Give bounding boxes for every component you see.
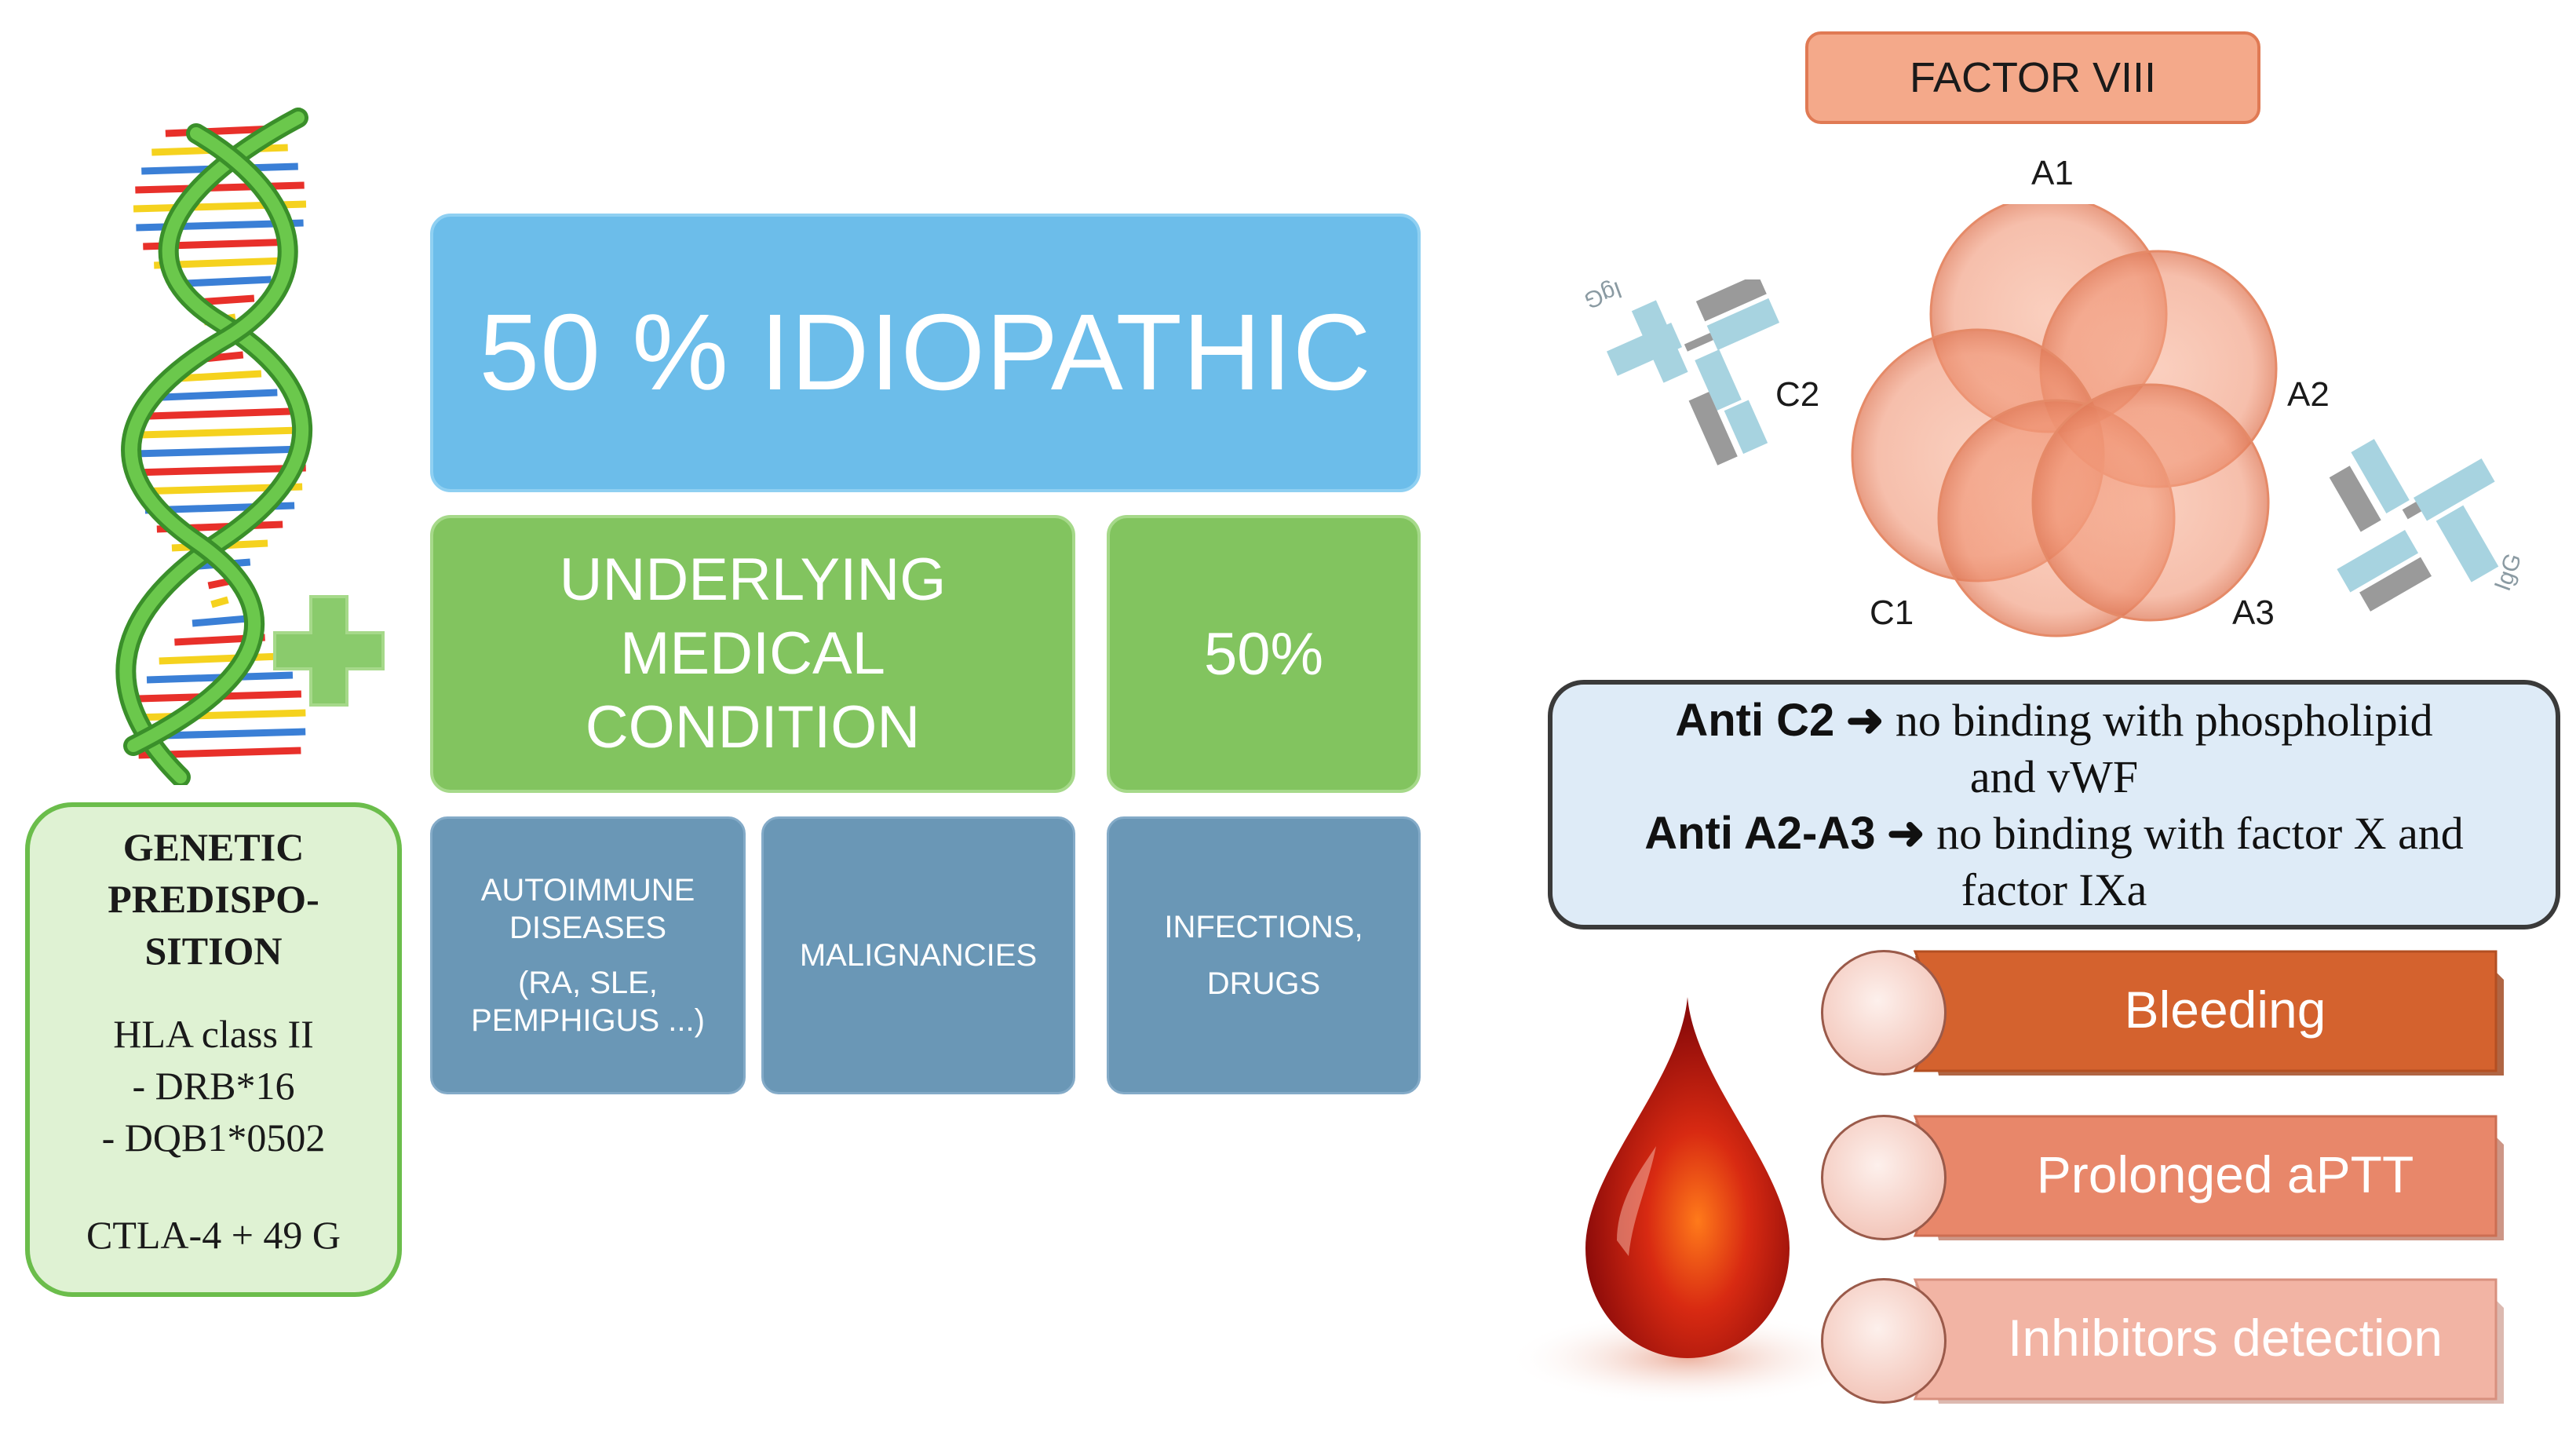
autoimmune-title: DISEASES <box>509 911 667 945</box>
domain-a3 <box>2031 383 2270 622</box>
dna-helix-icon <box>115 108 313 785</box>
dna-base-pair <box>139 426 301 439</box>
arrow-right-icon: ➜ <box>1845 695 1885 746</box>
dna-base-pair <box>177 370 262 382</box>
dna-base-pair <box>134 445 305 458</box>
factor-viii-domains-diagram <box>1851 204 2278 637</box>
hla-list: HLA class II - DRB*16 - DQB1*0502 <box>30 1008 397 1163</box>
infections-drugs-box: INFECTIONS, DRUGS <box>1107 816 1421 1094</box>
hla-allele: - DQB1*0502 <box>101 1116 326 1160</box>
anti-a2a3-line: Anti A2-A3 ➜ no binding with factor X an… <box>1553 805 2556 862</box>
dna-base-pair <box>148 407 291 420</box>
drugs-line: DRUGS <box>1206 966 1321 1001</box>
plus-icon <box>273 595 385 707</box>
symptom-label: Inhibitors detection <box>2007 1309 2443 1367</box>
igg-antibody-icon <box>2329 439 2499 612</box>
symptom-inhibitors-detection: Inhibitors detection <box>1821 1276 2559 1410</box>
symptom-label: Bleeding <box>2124 981 2326 1039</box>
domain-label-a2: A2 <box>2287 375 2330 414</box>
dna-base-pair <box>162 389 278 401</box>
dna-base-pair <box>210 596 229 608</box>
anti-a2a3-label: Anti A2-A3 <box>1644 808 1876 859</box>
blood-drop-icon <box>1507 997 1868 1405</box>
hla-class: HLA class II <box>113 1012 314 1056</box>
genetic-title-line: PREDISPO- <box>108 877 319 921</box>
bullet-circle <box>1821 1278 1947 1404</box>
genetic-title-line: GENETIC <box>122 825 305 869</box>
malignancies-box: MALIGNANCIES <box>761 816 1075 1094</box>
dna-base-pair <box>165 125 275 137</box>
domain-label-a3: A3 <box>2232 593 2275 632</box>
anti-c2-line: Anti C2 ➜ no binding with phospholipid <box>1553 692 2556 749</box>
domain-label-c2: C2 <box>1775 375 1820 414</box>
hla-allele: - DRB*16 <box>132 1064 295 1108</box>
underlying-line: MEDICAL <box>620 620 885 687</box>
genetic-title-line: SITION <box>144 929 283 973</box>
igg-antibody-icon <box>1606 279 1780 466</box>
genetic-predisposition-box: GENETIC PREDISPO- SITION HLA class II - … <box>25 802 402 1297</box>
arrow-right-icon: ➜ <box>1887 808 1925 859</box>
arrow-banner <box>1913 1278 2504 1404</box>
genetic-title: GENETIC PREDISPO- SITION <box>30 821 397 977</box>
symptom-label: Prolonged aPTT <box>2036 1145 2414 1203</box>
autoimmune-box: AUTOIMMUNE DISEASES (RA, SLE, PEMPHIGUS … <box>430 816 746 1094</box>
dna-base-pair <box>192 615 248 627</box>
bullet-circle <box>1821 950 1947 1076</box>
underlying-line: CONDITION <box>585 694 921 761</box>
anti-c2-label: Anti C2 <box>1675 695 1835 746</box>
autoimmune-examples: PEMPHIGUS ...) <box>471 1003 705 1038</box>
dna-base-pair <box>133 464 306 477</box>
arrow-banner <box>1913 950 2504 1076</box>
dna-base-pair <box>135 181 305 194</box>
symptom-prolonged-aptt: Prolonged aPTT <box>1821 1113 2559 1247</box>
autoimmune-examples: (RA, SLE, <box>518 966 658 1000</box>
idiopathic-box: 50 % IDIOPATHIC <box>430 214 1421 492</box>
anti-c2-effect: no binding with phospholipid <box>1895 695 2433 746</box>
underlying-percent-box: 50% <box>1107 515 1421 793</box>
dna-base-pair <box>133 709 306 721</box>
autoimmune-title: AUTOIMMUNE <box>480 873 695 908</box>
underlying-line: UNDERLYING <box>559 546 947 613</box>
underlying-condition-box: UNDERLYING MEDICAL CONDITION <box>430 515 1075 793</box>
anti-a2a3-effect: factor IXa <box>1961 864 2147 915</box>
symptom-bleeding: Bleeding <box>1821 948 2559 1082</box>
bullet-circle <box>1821 1115 1947 1240</box>
factor-viii-label: FACTOR VIII <box>1805 31 2260 124</box>
anti-a2a3-effect: no binding with factor X and <box>1936 808 2464 859</box>
domain-label-a1: A1 <box>2031 154 2074 192</box>
infections-line: INFECTIONS, <box>1164 910 1363 944</box>
dna-base-pair <box>159 652 281 665</box>
domain-label-c1: C1 <box>1870 593 1914 632</box>
anti-c2-effect: and vWF <box>1969 751 2139 802</box>
antibody-effects-box: Anti C2 ➜ no binding with phospholipid a… <box>1548 680 2560 930</box>
ctla-polymorphism: CTLA-4 + 49 G <box>86 1213 341 1257</box>
